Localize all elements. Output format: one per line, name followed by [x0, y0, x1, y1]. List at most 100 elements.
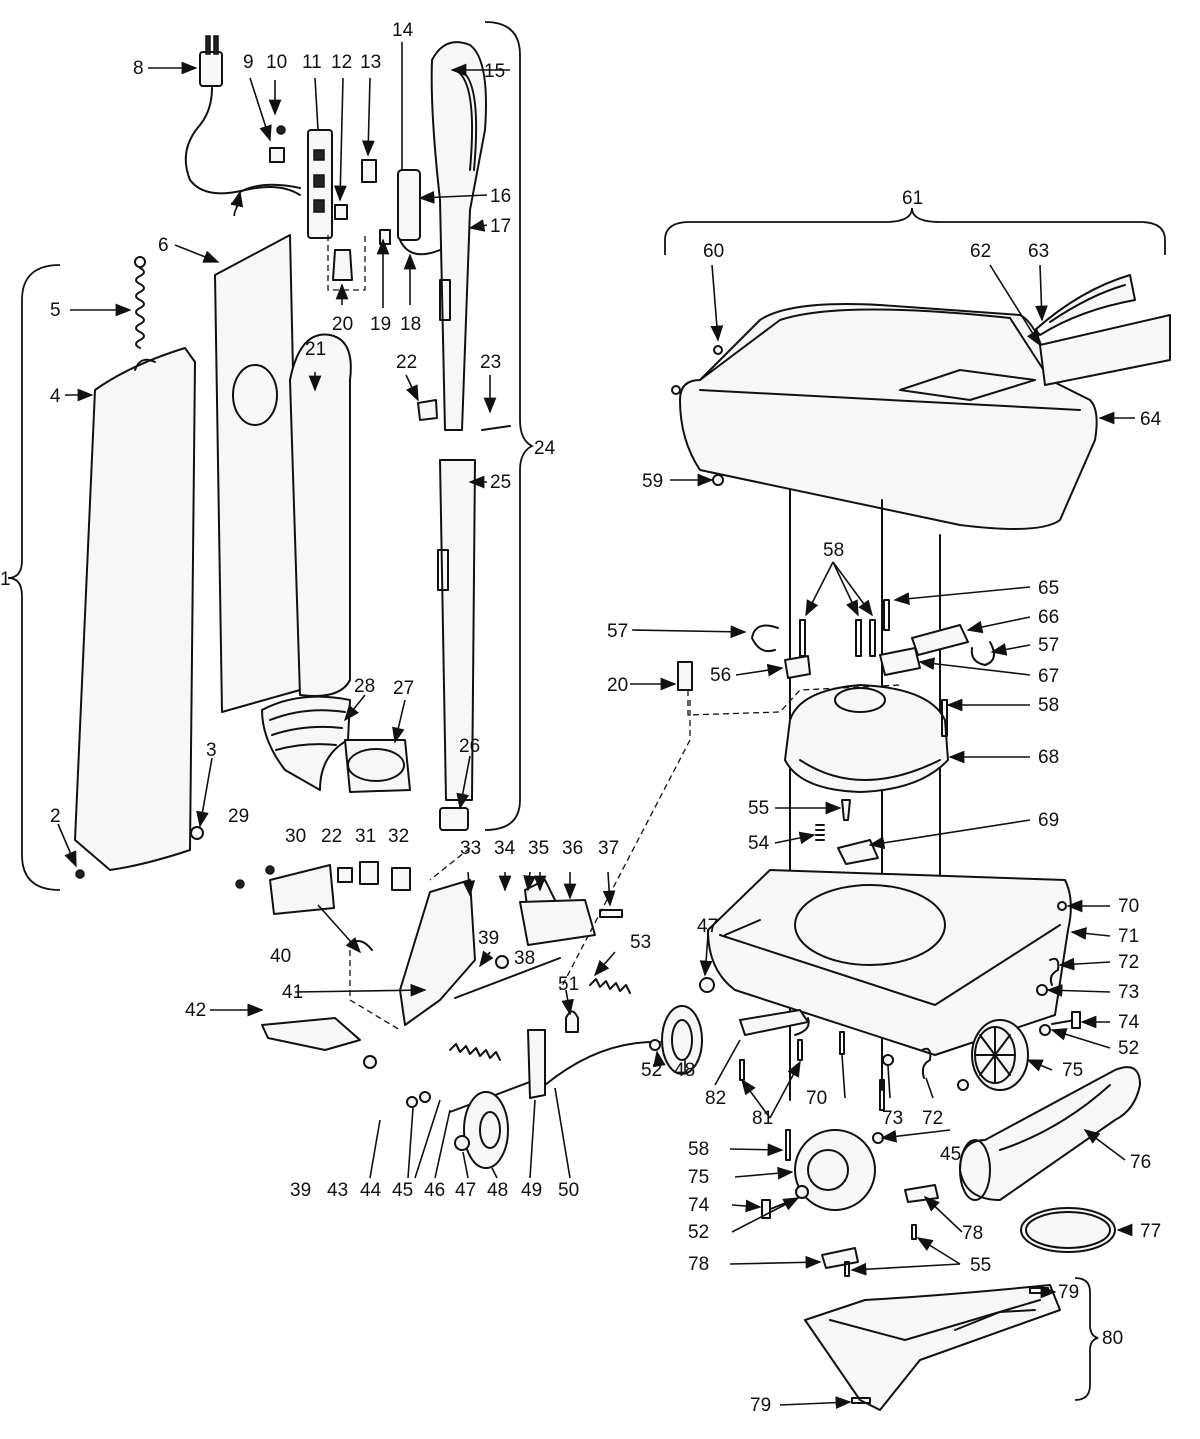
part-label-18: 18 [400, 314, 421, 335]
screw [1057, 901, 1067, 911]
rear-wheel [661, 1005, 703, 1075]
part-label-80: 80 [1102, 1328, 1123, 1349]
part-label-73-right: 73 [1118, 982, 1139, 1003]
part-label-66: 66 [1038, 607, 1059, 628]
part-label-8: 8 [133, 58, 144, 79]
bag-back-panel [214, 234, 301, 713]
pivot [337, 867, 353, 883]
part-label-12: 12 [331, 52, 352, 73]
part-label-11: 11 [302, 52, 322, 73]
hubcap [699, 977, 715, 993]
hose-coupling [344, 739, 411, 793]
brace-handle-assembly [484, 21, 535, 831]
part-label-48-upper: 48 [674, 1060, 695, 1081]
part-label-55-upper: 55 [748, 798, 769, 819]
part-label-21: 21 [305, 339, 326, 360]
spring [815, 824, 825, 841]
part-label-74-right: 74 [1118, 1012, 1140, 1033]
hood-panel [1039, 314, 1171, 386]
bumper [417, 399, 438, 421]
part-label-1: 1 [0, 569, 11, 590]
part-label-72-right: 72 [1118, 952, 1139, 973]
part-label-26: 26 [459, 736, 480, 757]
part-label-39-upper: 39 [478, 928, 499, 949]
carbon-brush-clip [751, 624, 779, 653]
part-label-5: 5 [50, 300, 61, 321]
part-label-37: 37 [598, 838, 619, 859]
part-label-75-lower: 75 [688, 1167, 709, 1188]
part-label-25: 25 [490, 472, 511, 493]
power-plug [199, 35, 223, 87]
part-label-45-left: 45 [392, 1180, 413, 1201]
agitator-bracket [837, 839, 879, 865]
part-label-19: 19 [370, 314, 391, 335]
nut [363, 1055, 377, 1069]
part-label-15: 15 [484, 61, 505, 82]
part-label-72-lower: 72 [922, 1108, 943, 1129]
motor-and-base-assembly [559, 207, 1171, 1411]
part-label-39-lower: 39 [290, 1180, 311, 1201]
screw [841, 799, 851, 821]
bracket [879, 647, 921, 676]
part-label-7: 7 [230, 200, 241, 221]
part-label-33: 33 [460, 838, 481, 859]
part-label-44: 44 [360, 1180, 382, 1201]
part-label-71: 71 [1118, 926, 1139, 947]
part-label-79-upper: 79 [1058, 1282, 1079, 1303]
part-label-50: 50 [558, 1180, 579, 1201]
part-label-74-lower: 74 [688, 1195, 710, 1216]
part-label-58-upper: 58 [823, 540, 844, 561]
part-label-41: 41 [282, 982, 303, 1003]
part-label-78-left: 78 [688, 1254, 709, 1275]
part-label-51: 51 [558, 974, 579, 995]
spring [589, 978, 631, 994]
part-label-42: 42 [185, 1000, 206, 1021]
screw [671, 385, 681, 395]
part-label-57-left: 57 [607, 621, 628, 642]
outer-bag [74, 347, 196, 871]
part-label-22-upper: 22 [396, 352, 417, 373]
part-label-58-right: 58 [1038, 695, 1059, 716]
front-wheel [794, 1129, 876, 1211]
part-label-61: 61 [902, 188, 923, 209]
screw [851, 1397, 871, 1404]
screw [713, 345, 723, 355]
spring [449, 1043, 501, 1061]
brace-hood-assembly [664, 207, 1166, 255]
screw [481, 425, 511, 431]
agitator [959, 1066, 1141, 1201]
rear-wheel [463, 1091, 509, 1169]
brace-bag-assembly [7, 264, 61, 891]
part-label-54: 54 [748, 833, 770, 854]
part-label-52-right: 52 [1118, 1038, 1139, 1059]
washer [1036, 984, 1048, 996]
clip [391, 867, 411, 891]
part-label-47-lower: 47 [455, 1180, 476, 1201]
brush [784, 655, 811, 679]
part-label-27: 27 [393, 678, 414, 699]
screw [844, 1261, 850, 1277]
part-label-16: 16 [490, 186, 511, 207]
washer [882, 1054, 894, 1066]
part-label-38: 38 [514, 948, 535, 969]
part-label-81: 81 [752, 1108, 773, 1129]
power-cord [184, 87, 301, 196]
part-label-64: 64 [1140, 409, 1162, 430]
screw [739, 1059, 745, 1081]
handle-assembly [7, 21, 535, 891]
part-label-3: 3 [206, 740, 217, 761]
part-label-31: 31 [355, 826, 376, 847]
part-label-46: 46 [424, 1180, 445, 1201]
part-label-34: 34 [494, 838, 516, 859]
part-label-78-right: 78 [962, 1223, 983, 1244]
leader-lines [57, 42, 1135, 1410]
part-label-68: 68 [1038, 747, 1059, 768]
screw [799, 619, 806, 657]
part-label-17: 17 [490, 216, 511, 237]
handle-end [439, 807, 469, 831]
part-label-55-lower: 55 [970, 1255, 991, 1276]
screw [879, 1079, 885, 1111]
part-label-28: 28 [354, 676, 375, 697]
part-label-53: 53 [630, 932, 651, 953]
